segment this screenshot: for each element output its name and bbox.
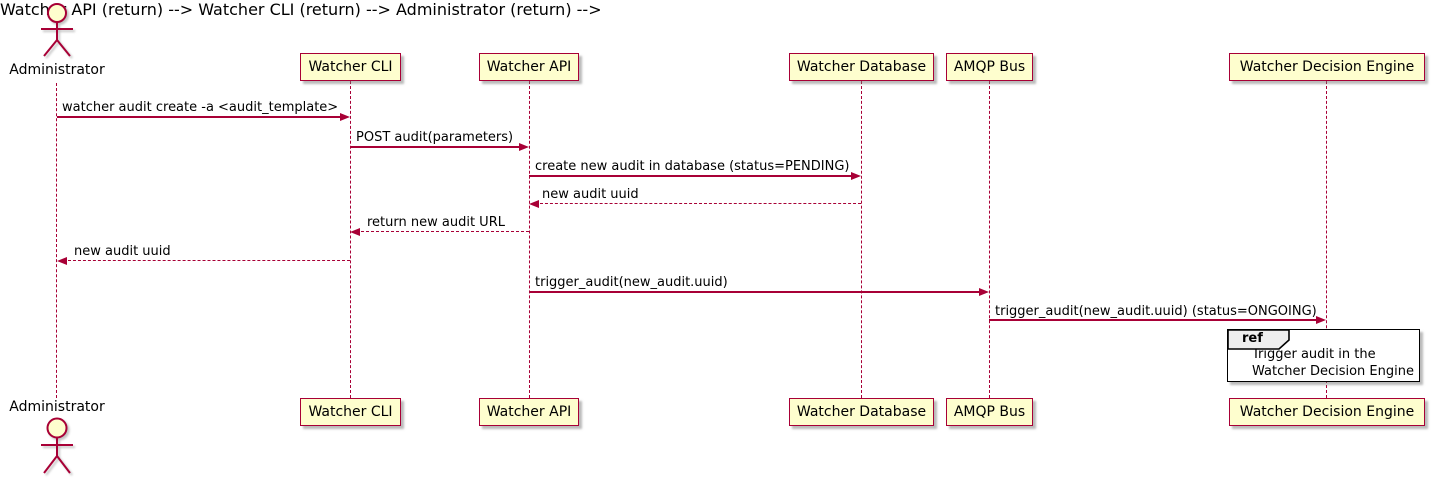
message-8-line	[989, 319, 1317, 321]
message-2-line	[350, 146, 520, 148]
participant-watcher-decision-engine-top: Watcher Decision Engine	[1229, 53, 1425, 81]
participant-label: Watcher API	[486, 404, 572, 420]
participant-watcher-database-top: Watcher Database	[789, 53, 934, 81]
ref-text-line-2: Watcher Decision Engine	[1252, 364, 1414, 379]
lifeline-administrator	[56, 83, 57, 398]
participant-watcher-cli-bottom: Watcher CLI	[300, 398, 401, 426]
participant-label: AMQP Bus	[953, 404, 1026, 420]
participant-watcher-cli-top: Watcher CLI	[300, 53, 401, 81]
message-2-arrowhead	[519, 143, 529, 151]
lifeline-watcher-api	[529, 81, 530, 398]
participant-label: AMQP Bus	[953, 59, 1026, 75]
ref-fragment: ref Trigger audit in the Watcher Decisio…	[1227, 329, 1420, 382]
participant-label: Watcher CLI	[308, 404, 393, 420]
lifeline-watcher-cli	[350, 81, 351, 398]
message-5-label: return new audit URL	[367, 215, 505, 230]
message-5-line	[361, 231, 529, 232]
participant-amqp-bus-bottom: AMQP Bus	[946, 398, 1033, 426]
participant-amqp-bus-top: AMQP Bus	[946, 53, 1033, 81]
participant-label: Watcher Database	[796, 404, 927, 420]
message-3-label: create new audit in database (status=PEN…	[535, 159, 850, 174]
message-8-label: trigger_audit(new_audit.uuid) (status=ON…	[995, 304, 1317, 319]
message-8-arrowhead	[1316, 316, 1326, 324]
participant-watcher-database-bottom: Watcher Database	[789, 398, 934, 426]
ref-header-pentagon	[1227, 329, 1290, 350]
ref-text-line-1: Trigger audit in the	[1252, 347, 1376, 362]
message-5-arrowhead	[350, 228, 360, 236]
message-2-label: POST audit(parameters)	[356, 130, 514, 145]
participant-label: Watcher API	[486, 59, 572, 75]
participant-watcher-decision-engine-bottom: Watcher Decision Engine	[1229, 398, 1425, 426]
message-7-line	[529, 291, 980, 293]
message-6-line	[68, 260, 350, 261]
participant-watcher-api-bottom: Watcher API	[479, 398, 579, 426]
actor-label-administrator-top: Administrator	[9, 62, 105, 78]
lifeline-amqp-bus	[989, 81, 990, 398]
message-6-arrowhead	[57, 257, 67, 265]
participant-label: Watcher Decision Engine	[1239, 59, 1415, 75]
actor-icon	[41, 417, 73, 474]
lifeline-watcher-decision-engine	[1326, 81, 1327, 398]
participant-label: Watcher CLI	[308, 59, 393, 75]
actor-icon	[41, 3, 73, 57]
message-7-arrowhead	[979, 288, 989, 296]
participant-label: Watcher Database	[796, 59, 927, 75]
message-6-label: new audit uuid	[74, 244, 171, 259]
lifeline-watcher-database	[861, 81, 862, 398]
message-3-line	[529, 175, 852, 177]
message-4-label: new audit uuid	[542, 187, 639, 202]
participant-watcher-api-top: Watcher API	[479, 53, 579, 81]
message-1-arrowhead	[340, 113, 350, 121]
ref-keyword: ref	[1242, 331, 1263, 346]
message-3-arrowhead	[851, 172, 861, 180]
participant-label: Watcher Decision Engine	[1239, 404, 1415, 420]
message-7-label: trigger_audit(new_audit.uuid)	[535, 275, 728, 290]
actor-label-administrator-bottom: Administrator	[9, 399, 105, 415]
message-1-label: watcher audit create -a <audit_template>	[62, 100, 339, 115]
message-1-line	[57, 116, 341, 118]
message-4-line	[540, 203, 861, 204]
message-4-arrowhead	[529, 200, 539, 208]
